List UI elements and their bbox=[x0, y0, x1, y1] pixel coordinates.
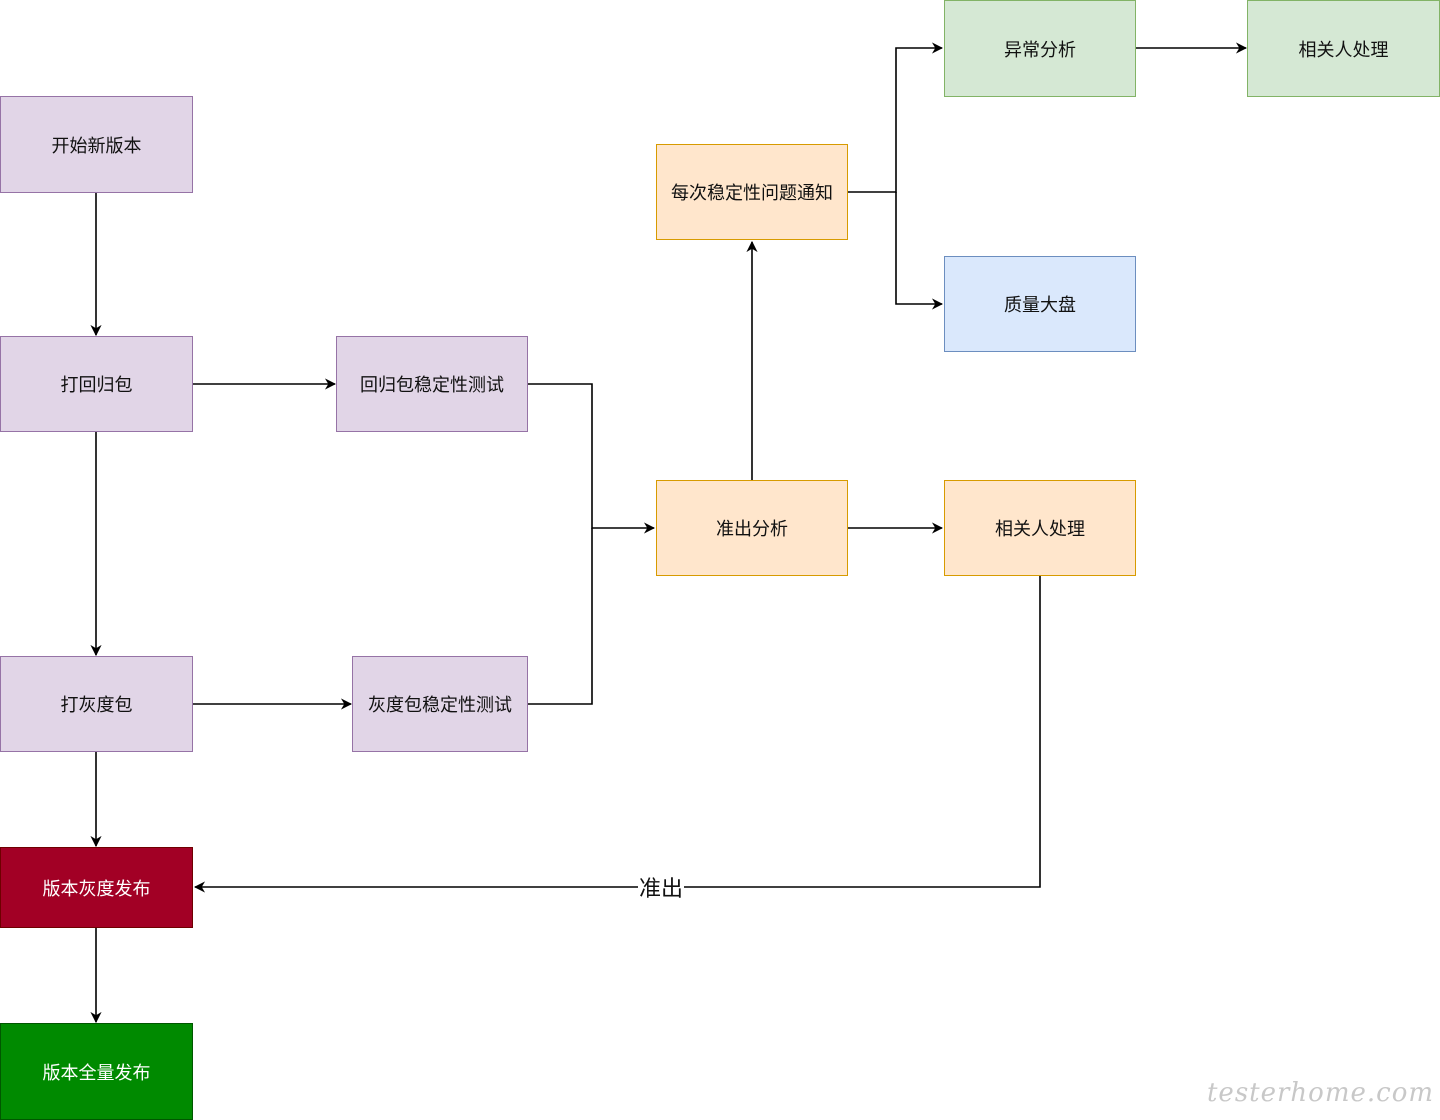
node-gray-release: 版本灰度发布 bbox=[0, 847, 193, 928]
node-responsible-handle-top: 相关人处理 bbox=[1247, 0, 1440, 97]
node-stability-notice: 每次稳定性问题通知 bbox=[656, 144, 848, 240]
node-build-regression: 打回归包 bbox=[0, 336, 193, 432]
node-responsible-handle-mid: 相关人处理 bbox=[944, 480, 1136, 576]
edge-label-exit: 准出 bbox=[638, 877, 685, 903]
node-exit-analysis: 准出分析 bbox=[656, 480, 848, 576]
edge-handle-to-gray-release bbox=[193, 576, 1041, 893]
node-start-new-version: 开始新版本 bbox=[0, 96, 193, 193]
node-regression-stability-test: 回归包稳定性测试 bbox=[336, 336, 528, 432]
edge-gray-test-to-exit bbox=[528, 528, 593, 705]
edge-regression-test-to-exit bbox=[528, 383, 656, 534]
node-anomaly-analysis: 异常分析 bbox=[944, 0, 1136, 97]
watermark: testerhome.com bbox=[1206, 1078, 1434, 1108]
edge-notice-to-anomaly bbox=[848, 42, 944, 193]
node-quality-dashboard: 质量大盘 bbox=[944, 256, 1136, 352]
node-build-gray: 打灰度包 bbox=[0, 656, 193, 752]
node-full-release: 版本全量发布 bbox=[0, 1023, 193, 1120]
edge-notice-to-dashboard bbox=[895, 192, 944, 310]
node-gray-stability-test: 灰度包稳定性测试 bbox=[352, 656, 528, 752]
